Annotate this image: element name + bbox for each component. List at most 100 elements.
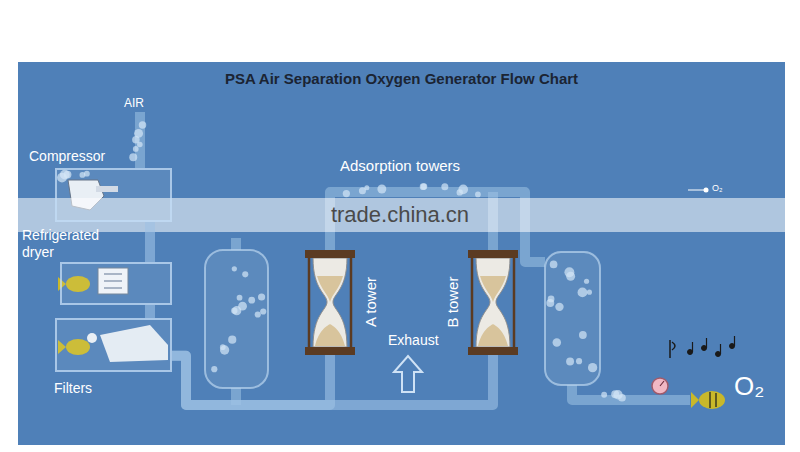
air-bubble — [343, 190, 350, 197]
air-bubble — [576, 358, 582, 364]
exhaust-arrow-part — [394, 356, 422, 392]
air-bubble — [220, 345, 229, 354]
hourglass-cap — [305, 250, 355, 258]
fish-icon-part — [699, 391, 725, 409]
music-notes-part — [692, 342, 693, 352]
air-bubble — [457, 189, 463, 195]
hourglass-cap — [468, 250, 518, 258]
music-notes-part — [702, 346, 707, 351]
air-pipe — [145, 222, 155, 262]
air-bubble — [242, 271, 248, 277]
air-bubble — [258, 293, 265, 300]
air-bubble — [139, 121, 146, 128]
background-panel — [18, 62, 785, 445]
process-box: Filters — [55, 318, 172, 372]
pipe — [140, 112, 690, 405]
tower-label: A tower — [362, 277, 380, 327]
air-bubble — [133, 146, 139, 152]
air-bubble — [377, 184, 386, 193]
fish-icon-part — [710, 392, 716, 408]
air-bubble — [475, 192, 481, 198]
oxygen-molecule-icon — [688, 188, 709, 193]
watermark: trade.china.cn — [300, 202, 500, 228]
pipe-part — [231, 238, 241, 250]
air-bubble — [260, 308, 266, 314]
air-pipe — [145, 305, 155, 318]
air-bubble — [584, 279, 589, 284]
air-bubble — [566, 272, 575, 281]
air-bubble — [588, 363, 597, 372]
hourglass-cap — [468, 347, 518, 355]
pressure-gauge — [652, 378, 668, 394]
music-notes-part — [716, 352, 721, 357]
part-label: Exhaust — [388, 332, 439, 349]
hourglass-post — [472, 258, 514, 347]
pipe-part — [572, 385, 690, 400]
air-bubble — [578, 288, 588, 298]
air-bubble — [129, 153, 137, 161]
music-notes-part — [734, 336, 735, 346]
air-bubble — [587, 290, 592, 295]
air-bubble — [555, 303, 563, 311]
hourglass-glass — [476, 258, 510, 347]
music-notes — [670, 336, 735, 358]
oxygen-tank-part — [545, 252, 600, 385]
air-bubble — [248, 297, 255, 304]
pressure-gauge-part — [652, 378, 668, 394]
air-bubble — [566, 357, 574, 365]
air-bubble — [618, 394, 626, 402]
music-notes-part — [720, 344, 721, 354]
process-box: Compressor — [55, 168, 172, 222]
air-bubble — [359, 187, 366, 194]
part-label: O₂ — [712, 183, 723, 194]
air-bubble — [550, 261, 558, 269]
music-notes-part — [706, 338, 707, 348]
exhaust-arrow — [394, 356, 422, 392]
chart-title: PSA Air Separation Oxygen Generator Flow… — [18, 70, 785, 88]
oxygen-molecule-icon-part — [688, 190, 704, 191]
pressure-gauge-part — [660, 381, 664, 386]
air-bubble — [255, 311, 261, 317]
hourglass-sand — [317, 276, 343, 302]
buffer-tank — [205, 250, 268, 388]
part-label: Adsorption towers — [340, 157, 460, 175]
air-bubble — [237, 295, 243, 301]
air-bubble — [579, 331, 587, 339]
air-bubble — [232, 306, 241, 315]
hourglass-glass — [313, 258, 347, 347]
air-bubble — [601, 392, 607, 398]
adsorption-tower: A tower — [305, 250, 385, 355]
oxygen-tank — [545, 252, 600, 385]
air-bubble — [134, 129, 143, 138]
process-box: Refrigerated dryer — [60, 262, 172, 305]
hourglass-cap — [305, 347, 355, 355]
air-bubble — [546, 299, 554, 307]
adsorption-tower: B tower — [440, 250, 520, 355]
hourglass-post — [309, 258, 351, 347]
music-notes-part — [730, 344, 735, 349]
fish-icon-part — [691, 392, 699, 408]
air-bubble — [420, 183, 427, 190]
oxygen-molecule-icon-part — [704, 188, 709, 193]
hourglass-symbol — [468, 250, 518, 355]
part-label: AIR — [124, 96, 144, 110]
air-bubble — [553, 338, 561, 346]
air-pipe — [172, 355, 493, 405]
air-bubble — [228, 336, 236, 344]
hourglass-sand — [480, 276, 506, 302]
box-heading: Compressor — [29, 148, 105, 165]
air-pipe — [172, 355, 330, 405]
music-notes-part — [670, 340, 675, 358]
hourglass-sand — [315, 324, 345, 346]
box-heading: Filters — [54, 380, 92, 397]
air-bubble — [611, 390, 619, 398]
buffer-tank-part — [205, 250, 268, 388]
tower-label: B tower — [444, 277, 462, 328]
music-notes-part — [688, 350, 693, 355]
box-heading: Refrigerated dryer — [22, 227, 114, 261]
hourglass-symbol — [305, 250, 355, 355]
air-bubble — [231, 308, 237, 314]
air-bubble — [211, 366, 217, 372]
hourglass-sand — [478, 324, 508, 346]
